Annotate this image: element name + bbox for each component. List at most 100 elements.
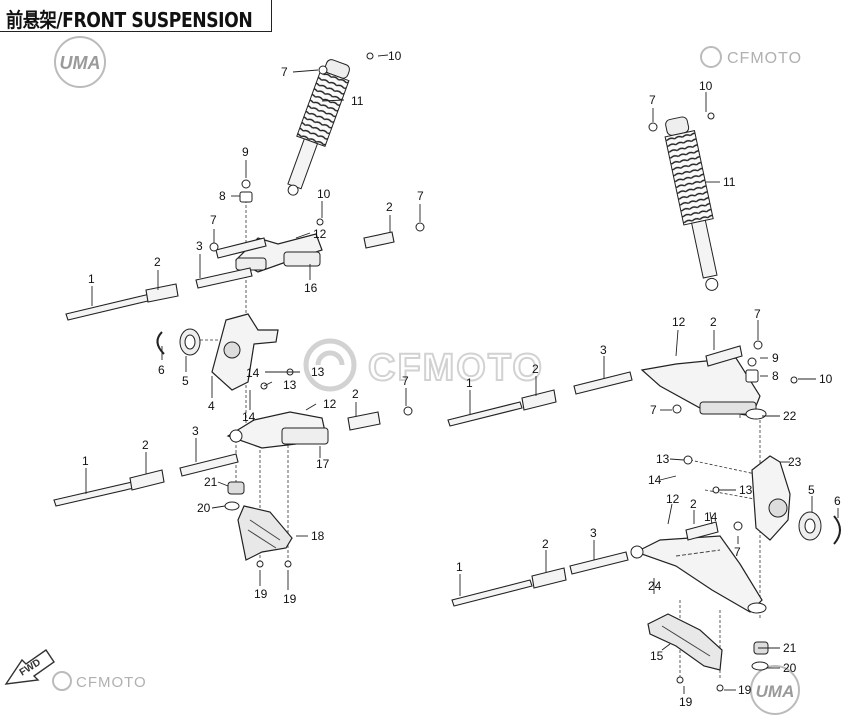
callout-21: 21 (783, 641, 797, 655)
callout-2: 2 (142, 438, 149, 452)
title-box: 前悬架/FRONT SUSPENSION (0, 0, 272, 32)
callout-2: 2 (386, 200, 393, 214)
ball-joint-right (751, 641, 769, 671)
callout-24: 24 (648, 579, 662, 593)
callout-19: 19 (679, 695, 693, 709)
hardware-left (209, 52, 425, 568)
callout-17: 17 (316, 457, 330, 471)
callout-6: 6 (158, 363, 165, 377)
callout-3: 3 (196, 239, 203, 253)
callout-11: 11 (351, 94, 364, 108)
ball-joint-left (224, 481, 245, 511)
cfmoto-watermark-text: CFMOTO (368, 347, 544, 389)
callout-7: 7 (210, 213, 217, 227)
leader-lines (85, 54, 839, 694)
callout-2: 2 (710, 315, 717, 329)
callout-8: 8 (772, 369, 779, 383)
shafts-left (53, 231, 395, 507)
callouts: 7 10 11 9 8 10 7 2 7 3 12 2 16 1 6 5 4 1… (82, 49, 841, 709)
callout-7: 7 (417, 189, 424, 203)
bearing-right (798, 511, 841, 545)
callout-10: 10 (699, 79, 713, 93)
callout-2: 2 (690, 497, 697, 511)
page-title: 前悬架/FRONT SUSPENSION (6, 8, 253, 32)
cfmoto-logo-bottom-left: CFMOTO (52, 671, 147, 691)
hardware-right (648, 112, 798, 692)
callout-8: 8 (219, 189, 226, 203)
uma-text: UMA (60, 53, 101, 73)
callout-14: 14 (242, 410, 256, 424)
callout-20: 20 (783, 661, 797, 675)
shock-absorber-right (664, 116, 719, 291)
callout-19: 19 (254, 587, 268, 601)
callout-10: 10 (317, 187, 331, 201)
callout-21: 21 (204, 475, 218, 489)
shafts-right (447, 345, 743, 607)
callout-7: 7 (754, 307, 761, 321)
callout-3: 3 (590, 526, 597, 540)
callout-5: 5 (808, 483, 815, 497)
fwd-arrow-icon: FWD (4, 649, 55, 685)
knuckle-right (751, 455, 791, 541)
callout-2: 2 (532, 362, 539, 376)
callout-19: 19 (738, 683, 752, 697)
cfmoto-text: CFMOTO (727, 50, 802, 67)
bearing-left (156, 328, 201, 356)
uma-text-bottom: UMA (756, 682, 795, 701)
callout-1: 1 (82, 454, 89, 468)
callout-10: 10 (819, 372, 833, 386)
callout-3: 3 (600, 343, 607, 357)
callout-7: 7 (649, 93, 656, 107)
callout-16: 16 (304, 281, 318, 295)
callout-4: 4 (208, 399, 215, 413)
callout-12: 12 (672, 315, 686, 329)
callout-12: 12 (313, 227, 327, 241)
skid-guard-right (647, 613, 723, 671)
shock-absorber-left (287, 59, 350, 196)
upper-a-arm-right (640, 357, 767, 420)
callout-1: 1 (88, 272, 95, 286)
callout-12: 12 (323, 397, 337, 411)
callout-2: 2 (154, 255, 161, 269)
callout-13: 13 (283, 378, 297, 392)
callout-14: 14 (648, 473, 662, 487)
callout-5: 5 (182, 374, 189, 388)
callout-13: 13 (739, 483, 753, 497)
callout-9: 9 (772, 351, 779, 365)
callout-3: 3 (192, 424, 199, 438)
callout-14: 14 (704, 510, 718, 524)
callout-1: 1 (456, 560, 463, 574)
cfmoto-logo-top-right: CFMOTO (700, 46, 802, 68)
callout-19: 19 (283, 592, 297, 606)
callout-6: 6 (834, 494, 841, 508)
callout-13: 13 (656, 452, 670, 466)
callout-10: 10 (388, 49, 402, 63)
cfmoto-logo-center: CFMOTO (303, 338, 544, 392)
lower-a-arm-left (226, 411, 329, 449)
callout-1: 1 (466, 376, 473, 390)
callout-7: 7 (734, 545, 741, 559)
callout-14: 14 (246, 366, 260, 380)
callout-20: 20 (197, 501, 211, 515)
callout-13: 13 (311, 365, 325, 379)
lower-a-arm-right (630, 535, 767, 614)
callout-12: 12 (666, 492, 680, 506)
callout-15: 15 (650, 649, 664, 663)
cfmoto-text-bottom: CFMOTO (76, 674, 147, 691)
callout-23: 23 (788, 455, 802, 469)
callout-22: 22 (783, 409, 797, 423)
uma-logo-bottom-right: UMA (750, 665, 800, 715)
uma-logo-top-left: UMA (54, 36, 106, 88)
callout-18: 18 (311, 529, 325, 543)
callout-2: 2 (352, 387, 359, 401)
callout-2: 2 (542, 537, 549, 551)
callout-7: 7 (650, 403, 657, 417)
upper-a-arm-left (235, 233, 323, 273)
callout-7: 7 (281, 65, 288, 79)
callout-11: 11 (723, 175, 736, 189)
knuckle-left (211, 313, 279, 391)
callout-9: 9 (242, 145, 249, 159)
callout-7: 7 (402, 374, 409, 388)
skid-guard-left (237, 505, 293, 561)
